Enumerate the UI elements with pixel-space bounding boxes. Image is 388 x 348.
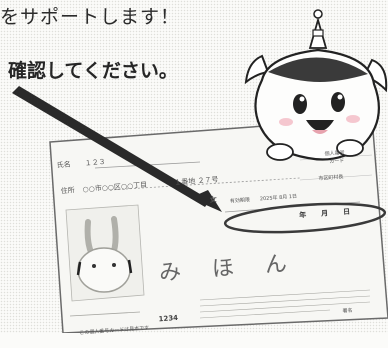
- card-right-col-2: カード: [329, 157, 345, 166]
- card-month-label: 月: [320, 209, 329, 218]
- card-sex-value: 女: [209, 195, 218, 205]
- card-year-label: 年: [298, 211, 307, 220]
- headline: をサポートします！: [0, 6, 181, 28]
- rabbit-photo-icon: [76, 216, 133, 293]
- card-address-suffix: １番地 ２７号: [174, 175, 219, 187]
- validity-highlight-ellipse: [223, 202, 387, 234]
- card-handwritten-name: み ほ ん: [158, 250, 300, 287]
- card-right-col-3: 市区町村長: [318, 174, 344, 182]
- card-day-label: 日: [342, 207, 351, 217]
- card-validity-label: 有効期限: [229, 197, 251, 205]
- card-name-label: 氏名: [56, 160, 72, 170]
- card-number-label: １２３: [84, 157, 106, 168]
- mascot-character-icon: [244, 9, 388, 161]
- card-serial: 1234: [158, 313, 179, 324]
- card-footer-signature: 署名: [342, 307, 353, 315]
- card-footer-text: この個人番号カードは見本です: [79, 325, 150, 337]
- card-address-value: ○○市○○区○○丁目: [82, 180, 148, 194]
- illustration: [12, 9, 388, 333]
- pointer-arrow-icon: [12, 86, 222, 212]
- id-card: [49, 117, 388, 333]
- card-address-label: 住所: [60, 186, 75, 196]
- instruction-text: 確認してください。: [8, 60, 178, 82]
- card-validity-date: 2025年 8月 1日: [259, 193, 298, 203]
